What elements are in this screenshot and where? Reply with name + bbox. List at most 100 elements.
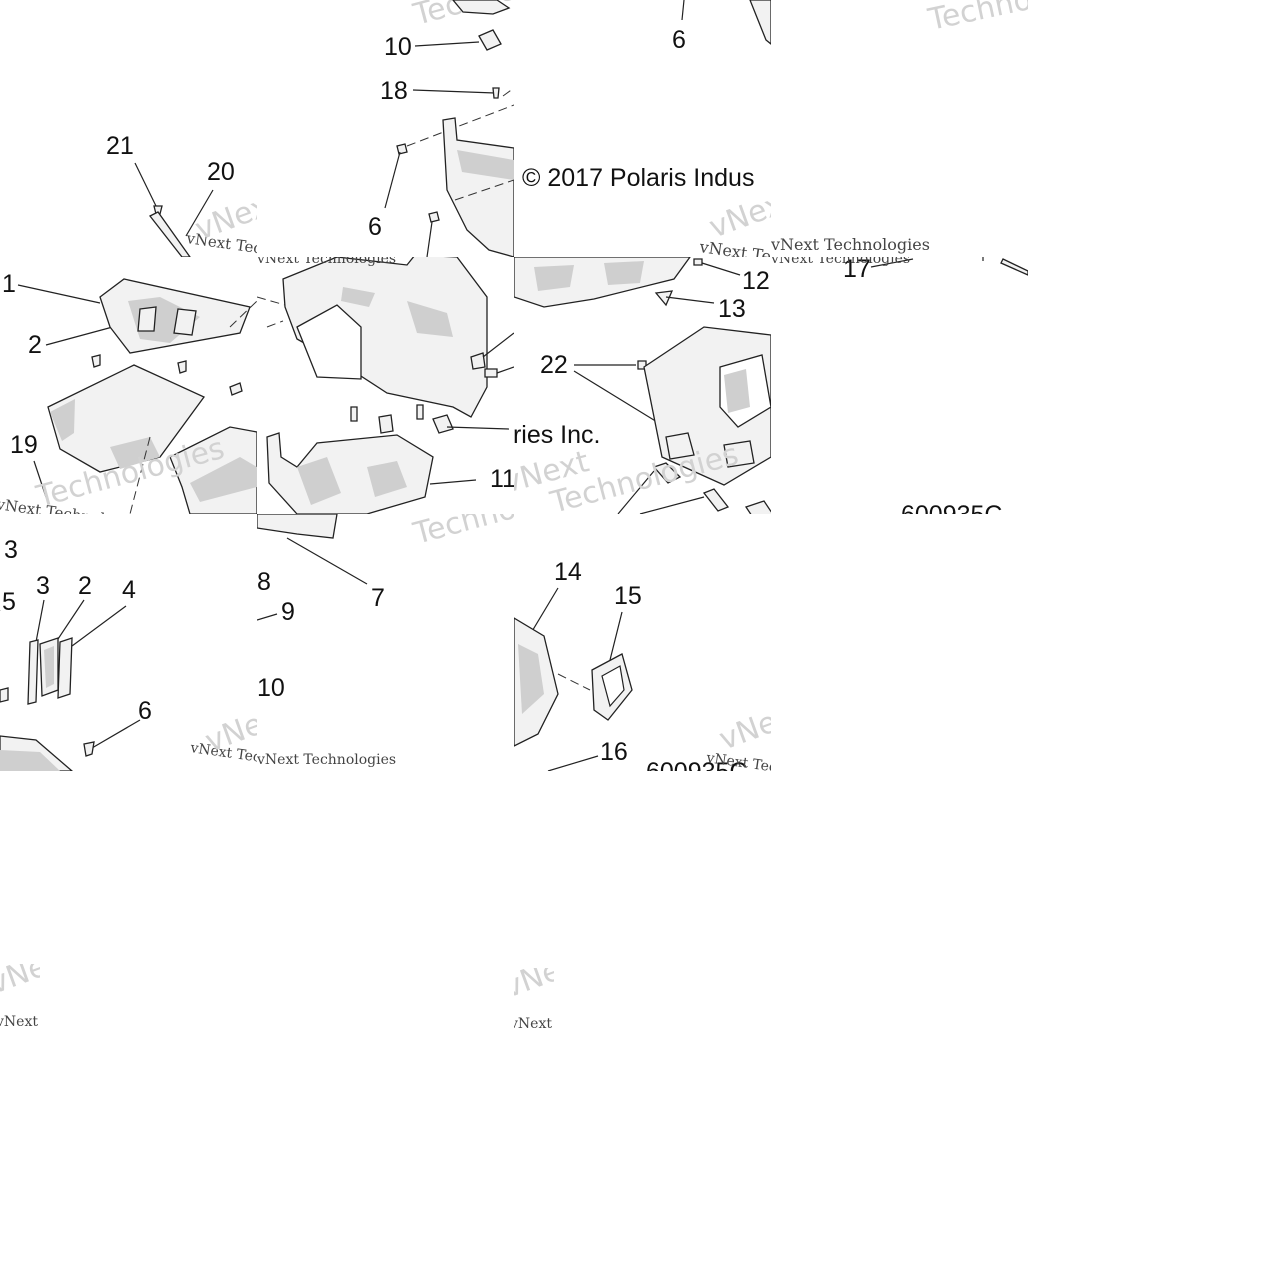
screw-part xyxy=(396,143,408,155)
clip-nut-part xyxy=(432,414,454,434)
seal-strip-part xyxy=(27,639,39,705)
dashed-axis xyxy=(406,104,514,147)
watermark-text: Technologies xyxy=(924,0,1028,38)
leader-line xyxy=(573,370,663,426)
clip-strip-part xyxy=(57,637,73,699)
leader-line xyxy=(414,41,480,47)
callout-8: 8 xyxy=(257,568,271,596)
screw-part xyxy=(0,687,9,703)
clip-part xyxy=(378,414,394,434)
callout-11: 11 xyxy=(490,465,514,493)
diagram-tile-screws-left: 21 20 vNext Technologies vNext xyxy=(0,0,257,257)
diagram-tile-filter-parts: 3 5 3 2 4 6 vNext Technologies vNext xyxy=(0,514,257,771)
bracket-part xyxy=(749,0,771,45)
diagram-tile-air-box: 12 13 22 tries Inc. vNext Technologies xyxy=(514,257,771,514)
diagram-tile-callout-11: 11 xyxy=(474,457,514,497)
leader-line xyxy=(426,221,433,257)
rod-part xyxy=(148,211,191,257)
duct-coupler-part xyxy=(723,440,755,468)
drawing-number-secondary: 600935C xyxy=(646,758,747,771)
leader-line xyxy=(91,719,141,749)
screw-part xyxy=(492,87,500,99)
diagram-tile-fasteners-top: Technologies 10 18 6 xyxy=(257,0,514,257)
tile-drawing: 14 15 16 600935C vNext Technologies vNex… xyxy=(514,558,771,771)
watermark-tag: vNext Technologies xyxy=(257,257,396,267)
tile-drawing: 3 5 3 2 4 6 vNext Technologies vNext xyxy=(0,536,257,771)
tile-drawing: 7 8 9 10 Technologies vNext Technologies xyxy=(257,514,514,768)
callout-17: 17 xyxy=(843,257,871,283)
bracket-window xyxy=(137,306,157,332)
leader-line xyxy=(681,0,685,21)
tile-drawing: 6 © 2017 Polaris Indus vNext Technologie… xyxy=(522,0,771,257)
callout-2: 2 xyxy=(78,572,92,600)
leader-line xyxy=(384,151,401,209)
dashed-axis xyxy=(266,320,284,328)
callout-7: 7 xyxy=(371,584,385,612)
dashed-axis xyxy=(229,300,257,328)
diagram-tile-drawing-number: 17 600935C vNext Technologies xyxy=(771,257,1028,514)
leader-line xyxy=(665,296,715,304)
screw-part xyxy=(229,382,243,396)
callout-15: 15 xyxy=(614,582,642,610)
bracket-part xyxy=(452,0,511,15)
watermark-text: vNext xyxy=(715,695,771,758)
tile-drawing: 1 2 19 vNext Technologies Technologies xyxy=(0,270,257,514)
leader-line xyxy=(617,470,655,514)
callout-13: 13 xyxy=(718,295,746,323)
watermark-fragment: vNext vNext Technologies xyxy=(514,968,554,1034)
leader-line xyxy=(482,332,514,358)
leader-line xyxy=(412,89,496,94)
tile-drawing: Technologies 10 18 6 xyxy=(368,0,514,257)
callout-4: 4 xyxy=(122,576,136,604)
callout-1: 1 xyxy=(2,270,16,298)
watermark-tag: vNext Technologies xyxy=(514,1016,554,1032)
grommet-part xyxy=(654,290,674,307)
leader-line xyxy=(45,324,121,346)
tile-drawing: 21 20 vNext Technologies vNext xyxy=(106,132,257,257)
diagram-tile-corner: Technologies vNext Technologies xyxy=(771,0,1028,257)
callout-16: 16 xyxy=(600,738,628,766)
clamp-part xyxy=(702,488,730,512)
leader-line xyxy=(609,611,623,661)
callout-2: 2 xyxy=(28,331,42,359)
callout-21: 21 xyxy=(106,132,134,160)
leader-line xyxy=(701,262,741,276)
copyright-text: © 2017 Polaris Indus xyxy=(522,164,754,192)
label-part xyxy=(744,500,771,514)
watermark-tag: vNext Technologies xyxy=(257,752,396,768)
duct-lower-part xyxy=(257,514,338,539)
screw-part xyxy=(693,258,703,266)
callout-14: 14 xyxy=(554,558,582,586)
leader-line xyxy=(134,162,157,207)
watermark-tag: vNext Technologies xyxy=(771,257,910,267)
callout-9: 9 xyxy=(281,598,295,626)
leader-line xyxy=(71,605,127,647)
callout-22: 22 xyxy=(540,351,568,379)
leader-line xyxy=(55,599,85,643)
leader-line xyxy=(33,460,47,498)
leader-line xyxy=(185,189,214,237)
watermark-text: vNext xyxy=(705,183,771,246)
bracket-window xyxy=(173,308,197,336)
callout-10: 10 xyxy=(384,33,412,61)
screw-part xyxy=(428,211,440,223)
radiator-shroud-part xyxy=(442,117,514,257)
diagram-tile-seal: 14 15 16 600935C vNext Technologies vNex… xyxy=(514,514,771,771)
leader-line xyxy=(639,496,705,514)
leader-line xyxy=(17,284,101,304)
callout-5: 5 xyxy=(2,588,16,616)
tile-drawing: Technologies vNext Technologies xyxy=(771,0,1028,254)
duct-coupler-part xyxy=(665,432,695,460)
watermark-tag: vNext Technologies xyxy=(697,237,771,257)
tile-drawing: 17 600935C vNext Technologies xyxy=(771,257,1028,514)
screw-part xyxy=(350,406,358,422)
leader-line xyxy=(257,613,278,621)
tile-drawing: vNext Technologies xyxy=(257,257,514,514)
callout-12: 12 xyxy=(742,267,770,295)
dashed-axis xyxy=(257,296,286,306)
clip-part xyxy=(470,352,486,370)
housing-opening xyxy=(296,304,362,380)
dashed-axis xyxy=(502,87,514,97)
drawing-number: 600935C xyxy=(901,501,1002,514)
watermark-text: vNext xyxy=(514,968,554,1006)
